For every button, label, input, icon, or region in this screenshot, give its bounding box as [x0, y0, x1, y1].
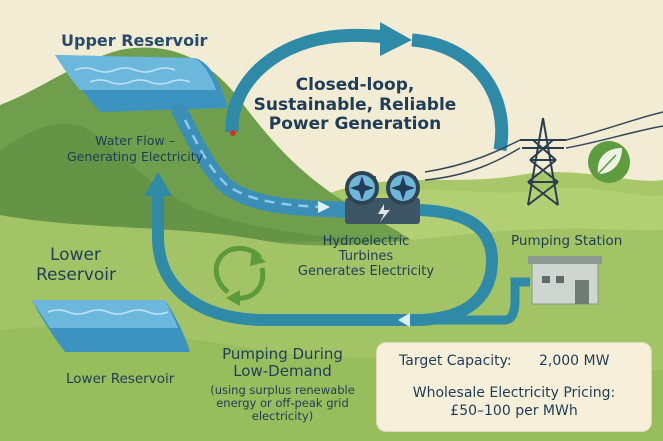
pumping-note-line-3: electricity) — [251, 409, 314, 424]
lower-reservoir-ripple — [47, 309, 169, 315]
pylon — [520, 117, 566, 206]
power-cable-2 — [424, 147, 521, 181]
closed-loop-line-1: Closed-loop, — [295, 75, 415, 95]
power-cable-4 — [565, 125, 663, 149]
lower-reservoir-label-bottom: Lower Reservoir — [66, 371, 175, 387]
closed-loop-line-2: Sustainable, Reliable — [253, 94, 457, 115]
pumping-note: (using surplus renewable energy or off-p… — [200, 383, 365, 424]
pumping-note-line-2: energy or off-peak grid — [216, 396, 349, 411]
pricing-line-1: Wholesale Electricity Pricing: — [412, 385, 616, 401]
closed-loop-label: Closed-loop, Sustainable, Reliable Power… — [250, 75, 460, 135]
power-cable-1 — [424, 139, 521, 173]
closed-loop-line-3: Power Generation — [268, 114, 442, 135]
lower-reservoir-line-1: Lower — [50, 245, 101, 265]
upper-reservoir-surface — [55, 55, 216, 90]
turbines-line-2: Turbines — [338, 248, 394, 264]
info-box: Target Capacity: 2,000 MW Wholesale Elec… — [376, 342, 652, 432]
marker-dot — [230, 130, 236, 136]
upper-reservoir-ripple-2 — [89, 79, 191, 85]
mountain-shade — [0, 123, 360, 250]
leaf-icon — [588, 141, 630, 183]
station-window-2 — [556, 276, 564, 283]
penstock-flow-highlight — [183, 119, 321, 209]
cycle-arrowhead-1 — [250, 250, 266, 266]
lower-reservoir-label-left: Lower Reservoir — [36, 245, 116, 285]
pumping-note-line-1: (using surplus renewable — [210, 383, 355, 397]
power-cable-3 — [565, 111, 663, 141]
turbines-label: Hydroelectric Turbines Generates Electri… — [296, 234, 436, 280]
pump-pipe — [420, 277, 530, 325]
pricing-line-2: £50–100 per MWh — [450, 403, 578, 420]
closed-loop-arc-right — [411, 33, 509, 152]
water-flow-label: Water Flow – Generating Electricity — [60, 133, 210, 165]
return-loop — [152, 190, 499, 326]
turbines-line-1: Hydroelectric — [322, 234, 410, 249]
station-roof — [528, 256, 602, 264]
pumping-line-2: Low-Demand — [233, 362, 332, 381]
power-line-icon — [424, 111, 663, 206]
pumping-line-1: Pumping During — [222, 345, 343, 363]
cycle-arrow-2 — [235, 267, 266, 301]
turbine-fan-left-blades — [350, 176, 374, 200]
leaf-vein — [597, 154, 617, 175]
water-flow-line-1: Water Flow – — [95, 133, 175, 148]
penstock-flow-arrowhead — [318, 201, 330, 213]
water-flow-line-2: Generating Electricity — [66, 149, 204, 165]
station-door — [575, 280, 589, 304]
closed-loop-arrowhead — [380, 22, 412, 56]
capacity-value: 2,000 MW — [539, 353, 610, 369]
station-window-1 — [542, 276, 550, 283]
lower-reservoir-line-2: Reservoir — [36, 264, 116, 285]
turbines-line-3: Generates Electricity — [297, 263, 435, 279]
cycle-arrowhead-2 — [226, 290, 240, 306]
upper-reservoir-ripple — [74, 67, 176, 73]
pumping-label: Pumping During Low-Demand — [200, 345, 365, 381]
far-hills-back — [350, 187, 663, 240]
lower-reservoir-surface — [32, 300, 178, 328]
upper-reservoir-label: Upper Reservoir — [61, 31, 208, 50]
return-loop-arrowhead — [144, 172, 172, 196]
turbine-icon — [345, 171, 420, 224]
pricing-label: Wholesale Electricity Pricing: £50–100 p… — [377, 385, 651, 419]
turbine-fan-right-blades — [391, 176, 415, 200]
pumping-station-label: Pumping Station — [511, 233, 623, 249]
turbine-bolt — [378, 204, 390, 222]
pumping-station-icon — [528, 256, 602, 305]
return-loop-mid-arrow — [398, 313, 410, 327]
capacity-label: Target Capacity: — [399, 353, 512, 369]
